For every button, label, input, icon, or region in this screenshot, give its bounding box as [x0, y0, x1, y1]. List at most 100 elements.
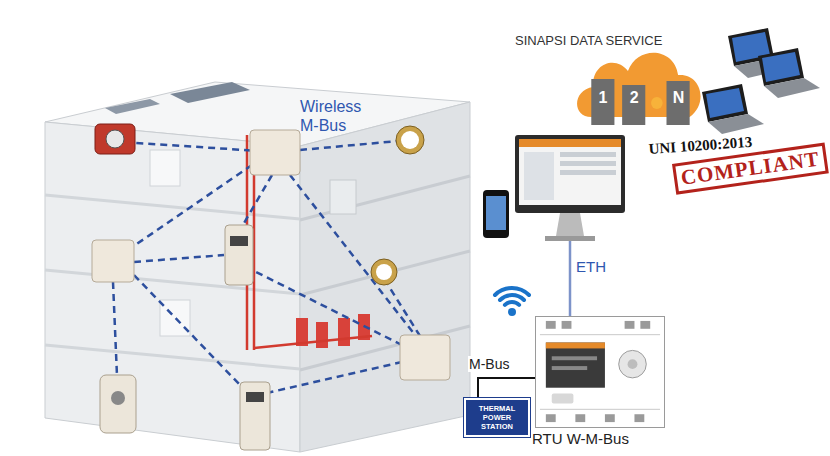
rect-part — [316, 322, 328, 348]
line-part — [300, 141, 398, 150]
rect-part — [545, 236, 595, 241]
line-part — [134, 275, 240, 385]
g-part — [702, 84, 764, 134]
cloud-number: 1 — [599, 89, 608, 107]
rect-part — [562, 321, 572, 329]
rect-part — [552, 356, 597, 360]
g-part — [495, 288, 529, 305]
g-part — [758, 48, 820, 98]
cloud-number: N — [673, 89, 685, 107]
rect-part — [546, 343, 605, 388]
circle-part — [651, 97, 663, 109]
rect-part — [240, 382, 270, 450]
rect-part — [524, 152, 554, 200]
rect-part — [560, 170, 616, 175]
rect-part — [546, 414, 556, 422]
cloud-service: 1 2 N — [572, 45, 707, 130]
path-part — [505, 302, 519, 305]
rect-part — [519, 139, 621, 205]
rect-part — [560, 152, 616, 157]
station-label: THERMAL POWER STATION — [469, 404, 525, 431]
polygon-part — [556, 213, 584, 236]
polygon-part — [170, 82, 250, 103]
circle-part — [371, 259, 397, 285]
line-part — [540, 334, 660, 335]
station-box: THERMAL POWER STATION — [464, 398, 530, 437]
rect-part — [519, 139, 621, 147]
line-part — [128, 165, 252, 250]
polygon-part — [708, 114, 764, 134]
rect-part — [92, 240, 134, 282]
polygon-part — [105, 99, 160, 114]
link-label: ETH — [576, 258, 606, 276]
rect-part — [330, 180, 356, 214]
service-title: SINAPSI DATA SERVICE — [515, 33, 662, 49]
circle-part — [401, 131, 419, 149]
rect-part — [575, 414, 585, 422]
rect-part — [230, 236, 248, 246]
g-part — [113, 141, 420, 395]
line-part — [254, 336, 372, 348]
rect-part — [546, 321, 556, 329]
svg-part — [572, 45, 707, 130]
rect-part — [486, 196, 506, 230]
rect-part — [95, 124, 135, 154]
path-part — [500, 295, 524, 300]
rect-part — [490, 283, 534, 323]
rect-part — [667, 81, 690, 125]
rect-part — [605, 414, 615, 422]
polygon-part — [45, 122, 300, 452]
rect-part — [634, 414, 644, 422]
rect-part — [640, 321, 650, 329]
circle-part — [628, 359, 638, 369]
rect-part — [250, 130, 300, 175]
rect-part — [160, 300, 190, 336]
circle-part — [111, 391, 125, 405]
circle-part — [106, 130, 124, 148]
line-part — [45, 195, 300, 219]
line-part — [45, 345, 300, 369]
line-part — [290, 175, 415, 335]
line-part — [540, 409, 660, 410]
bus-label: M-Bus — [468, 356, 510, 372]
line-part — [388, 285, 420, 336]
polygon-part — [762, 52, 800, 82]
rect-part — [591, 79, 614, 125]
line-part — [258, 362, 402, 395]
rect-part — [483, 190, 509, 238]
polygon-part — [300, 102, 470, 452]
device-label: RTU W-M-Bus — [532, 430, 629, 448]
path-part — [495, 288, 529, 295]
rect-part — [150, 150, 180, 186]
cloud-number: 2 — [630, 89, 639, 107]
rect-part — [225, 225, 253, 285]
polygon-part — [764, 78, 820, 98]
circle-part — [376, 264, 392, 280]
network-label: Wireless M-Bus — [300, 97, 380, 135]
rect-part — [515, 135, 625, 213]
rect-part — [100, 375, 136, 433]
rect-part — [625, 321, 635, 329]
rect-part — [338, 318, 350, 346]
rect-part — [552, 366, 587, 370]
svg-part — [536, 317, 664, 427]
rect-part — [400, 335, 450, 380]
circle-part — [396, 126, 424, 154]
circle-part — [508, 308, 516, 316]
line-part — [134, 255, 224, 262]
rect-part — [622, 85, 645, 125]
line-part — [113, 282, 117, 376]
rect-part — [246, 392, 264, 402]
rtu-device: RTU W-M-Bus — [535, 316, 665, 428]
rect-part — [546, 343, 605, 349]
rect-part — [552, 394, 574, 404]
polygon-part — [706, 88, 744, 118]
rect-part — [560, 161, 616, 166]
line-part — [300, 251, 470, 295]
circle-part — [619, 350, 647, 378]
bus-wire — [478, 378, 535, 397]
